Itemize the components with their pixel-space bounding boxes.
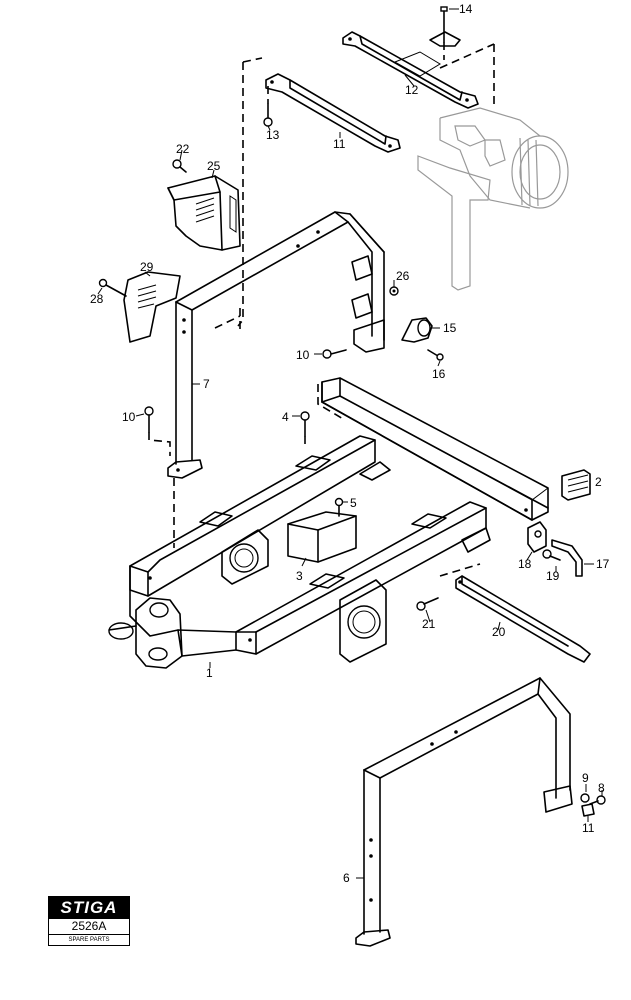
callout-25: 22 — [176, 142, 190, 156]
part-21-bar — [455, 575, 591, 663]
part-14-bolt — [263, 86, 273, 127]
part-13-upper-crossmember — [342, 31, 479, 109]
part-15-bolt — [440, 6, 448, 60]
callout-5: 5 — [350, 496, 357, 510]
callout-27: 26 — [396, 269, 410, 283]
callout-10-left: 10 — [122, 410, 136, 424]
callout-14: 13 — [266, 128, 280, 142]
part-16-clamp — [401, 317, 433, 343]
part-4-bolt — [300, 411, 310, 448]
callout-2: 2 — [595, 475, 602, 489]
callout-9: 9 — [582, 771, 589, 785]
callout-6: 6 — [343, 871, 350, 885]
callout-11: 11 — [582, 821, 595, 835]
part-10-bolt-upper — [322, 349, 347, 359]
rear-crossmember — [321, 377, 549, 521]
callout-8: 8 — [598, 781, 605, 795]
callout-13: 12 — [405, 83, 419, 97]
callout-16: 15 — [443, 321, 457, 335]
part-19-bracket — [527, 521, 547, 553]
callout-15: 14 — [459, 2, 473, 16]
leader-lines — [97, 8, 603, 879]
part-2-end-cap — [561, 469, 591, 501]
part-18-handle — [551, 539, 583, 577]
logo-subtitle: SPARE PARTS — [68, 937, 110, 943]
logo-diagram-code: 2526A — [49, 919, 129, 935]
part-27-nut — [389, 286, 399, 296]
part-20-screw — [542, 549, 561, 561]
callout-22: 21 — [422, 617, 436, 631]
callout-17: 16 — [432, 367, 446, 381]
logo-brand-text: STIGA — [49, 897, 129, 919]
callout-labels: 14 12 13 11 22 25 29 28 26 15 10 16 7 10… — [90, 2, 610, 885]
callout-19: 18 — [518, 557, 532, 571]
callout-4: 4 — [282, 410, 289, 424]
part-10-bolt-left — [144, 406, 171, 456]
part-26-shield — [167, 175, 241, 251]
callout-3: 3 — [296, 569, 303, 583]
part-9-washer — [580, 793, 590, 803]
callout-7: 7 — [203, 377, 210, 391]
callout-21: 20 — [492, 625, 506, 639]
part-28-bolt — [98, 278, 127, 297]
callout-12: 11 — [333, 137, 346, 151]
part-6-rear-roll-bar — [355, 677, 573, 947]
part-3-weight-box — [287, 511, 357, 563]
part-22-bolt — [416, 597, 439, 611]
part-1-main-frame — [108, 435, 491, 669]
part-12-crossmember — [265, 73, 401, 153]
callout-26: 25 — [207, 159, 221, 173]
part-11-nut — [581, 803, 595, 817]
part-8-bolt — [589, 795, 606, 805]
part-7-upper-frame — [167, 211, 385, 479]
part-25-screw — [172, 159, 187, 173]
callout-29: 29 — [140, 260, 154, 274]
engine-phantom — [439, 107, 569, 209]
part-17-screw — [427, 349, 444, 361]
stiga-logo: STIGA 2526A SPARE PARTS — [48, 896, 130, 946]
callout-20: 19 — [546, 569, 560, 583]
callout-28: 28 — [90, 292, 104, 306]
callout-18: 17 — [596, 557, 610, 571]
callout-10-upper: 10 — [296, 348, 310, 362]
part-29-bracket — [123, 271, 181, 343]
callout-1: 1 — [206, 666, 213, 680]
part-5-screw — [334, 497, 344, 517]
